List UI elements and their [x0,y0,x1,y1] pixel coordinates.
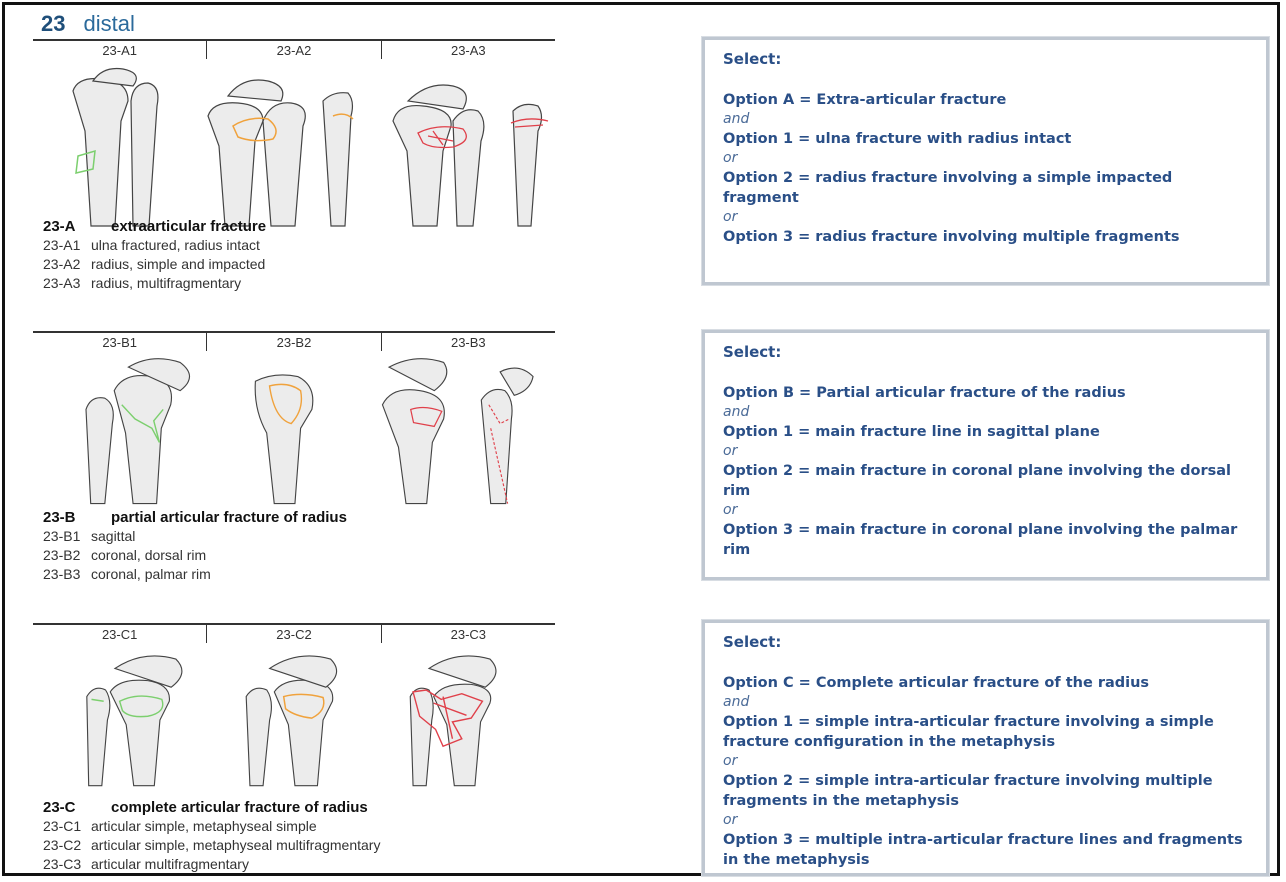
option-line: Option 2 = radius fracture involving a s… [723,168,1248,208]
subtype-code: 23-C3 [43,855,91,874]
select-box-b: Select: Option B = Partial articular fra… [702,330,1269,580]
select-box-a: Select: Option A = Extra-articular fract… [702,37,1269,285]
code-label: 23-A2 [206,41,380,59]
subtype-code: 23-C2 [43,836,91,855]
subtype-code: 23-A1 [43,236,91,255]
subtype-code: 23-B2 [43,546,91,565]
option-line: Option 1 = simple intra-articular fractu… [723,712,1248,752]
option-line: Option 3 = radius fracture involving mul… [723,227,1248,247]
code-row-a: 23-A1 23-A2 23-A3 [33,39,555,59]
subtype-code: 23-C1 [43,817,91,836]
subtype-text: radius, simple and impacted [91,256,265,272]
group-title: complete articular fracture of radius [111,799,368,816]
subtype-text: coronal, palmar rim [91,566,211,582]
conjunction: or [723,442,1248,461]
code-label: 23-C3 [381,625,555,643]
code-row-c: 23-C1 23-C2 23-C3 [33,623,555,643]
conjunction: and [723,110,1248,129]
code-label: 23-A3 [381,41,555,59]
option-line: Option 1 = main fracture line in sagitta… [723,422,1248,442]
select-box-c: Select: Option C = Complete articular fr… [702,620,1269,876]
option-line: Option B = Partial articular fracture of… [723,383,1248,403]
section-number: 23 [41,11,65,37]
code-label: 23-C2 [206,625,380,643]
option-line: Option 3 = main fracture in coronal plan… [723,520,1248,560]
option-line: Option 1 = ulna fracture with radius int… [723,129,1248,149]
select-heading: Select: [723,50,1248,68]
select-heading: Select: [723,633,1248,651]
select-heading: Select: [723,343,1248,361]
conjunction: and [723,693,1248,712]
subtype-code: 23-A2 [43,255,91,274]
group-code: 23-C [43,798,111,817]
subtype-text: ulna fractured, radius intact [91,237,260,253]
option-line: Option 2 = simple intra-articular fractu… [723,771,1248,811]
illustration-a [33,61,555,231]
subtype-text: coronal, dorsal rim [91,547,206,563]
subtype-text: articular simple, metaphyseal multifragm… [91,837,380,853]
subtype-text: articular simple, metaphyseal simple [91,818,317,834]
option-line: Option A = Extra-articular fracture [723,90,1248,110]
code-label: 23-B3 [381,333,555,351]
subtype-code: 23-B1 [43,527,91,546]
group-code: 23-B [43,508,111,527]
group-title: partial articular fracture of radius [111,509,347,526]
illustration-c [33,645,555,795]
conjunction: or [723,208,1248,227]
subtype-text: sagittal [91,528,135,544]
option-line: Option 2 = main fracture in coronal plan… [723,461,1248,501]
conjunction: or [723,811,1248,830]
subtype-code: 23-B3 [43,565,91,584]
conjunction: or [723,149,1248,168]
illustration-b [33,353,555,513]
conjunction: or [723,501,1248,520]
subtype-text: articular multifragmentary [91,856,249,872]
code-label: 23-C1 [33,625,206,643]
section-header: 23 distal [41,11,135,39]
subtype-text: radius, multifragmentary [91,275,241,291]
code-label: 23-B1 [33,333,206,351]
option-line: Option C = Complete articular fracture o… [723,673,1248,693]
conjunction: or [723,752,1248,771]
conjunction: and [723,403,1248,422]
code-row-b: 23-B1 23-B2 23-B3 [33,331,555,351]
option-line: Option 3 = multiple intra-articular frac… [723,830,1248,870]
code-label: 23-B2 [206,333,380,351]
subtype-code: 23-A3 [43,274,91,293]
code-label: 23-A1 [33,41,206,59]
group-title: extraarticular fracture [111,218,266,235]
group-code: 23-A [43,217,111,236]
section-title: distal [83,11,134,37]
